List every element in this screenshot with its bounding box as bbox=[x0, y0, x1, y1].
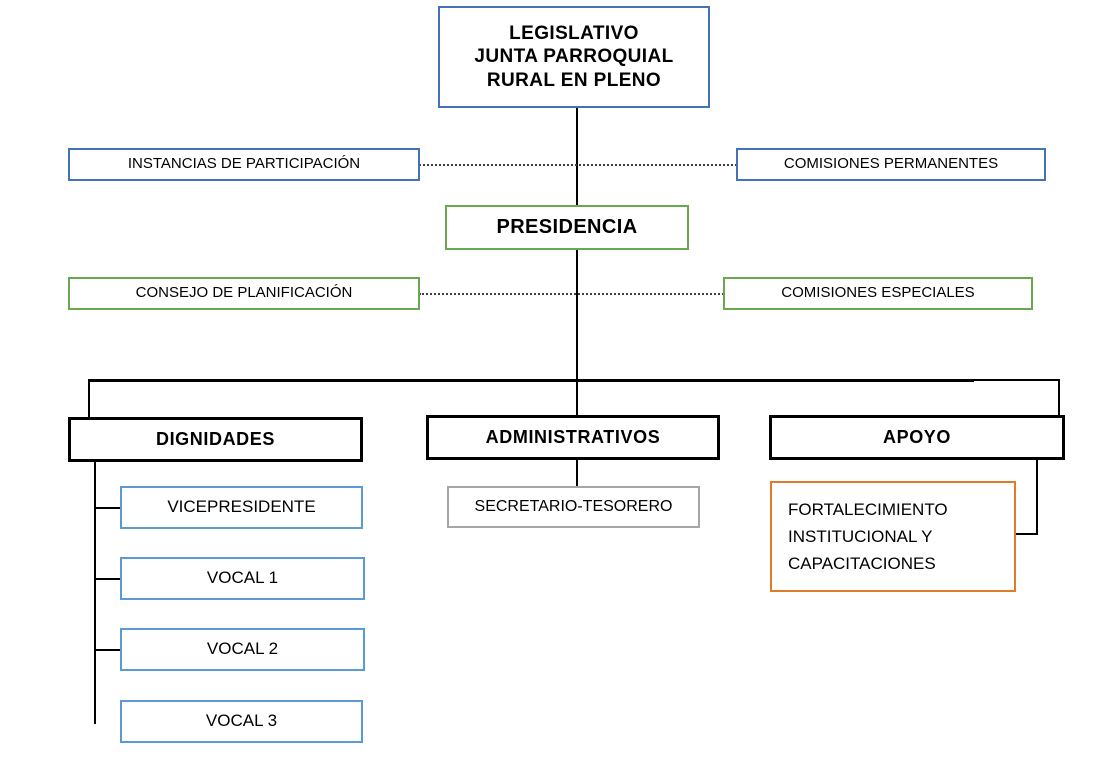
connector-dotted-row-participacion bbox=[419, 164, 737, 166]
node-secretario-tesorero-label: SECRETARIO-TESORERO bbox=[474, 498, 673, 516]
node-comisiones-especiales-label: COMISIONES ESPECIALES bbox=[781, 284, 975, 302]
node-fortalecimiento-line-2: INSTITUCIONAL Y bbox=[788, 526, 933, 546]
node-legislativo[interactable]: LEGISLATIVO JUNTA PARROQUIAL RURAL EN PL… bbox=[438, 6, 710, 108]
node-fortalecimiento-line-3: CAPACITACIONES bbox=[788, 554, 936, 574]
connector-administrativos-to-secretario bbox=[576, 460, 578, 486]
node-instancias-de-participacion-label: INSTANCIAS DE PARTICIPACIÓN bbox=[127, 155, 361, 173]
node-legislativo-line-3: RURAL EN PLENO bbox=[486, 69, 662, 91]
connector-apoyo-drop bbox=[1036, 460, 1038, 534]
node-comisiones-especiales[interactable]: COMISIONES ESPECIALES bbox=[723, 277, 1033, 310]
node-apoyo-label: APOYO bbox=[882, 426, 951, 447]
node-vocal-2[interactable]: VOCAL 2 bbox=[120, 628, 365, 671]
node-vocal-1[interactable]: VOCAL 1 bbox=[120, 557, 365, 600]
node-vocal-1-label: VOCAL 1 bbox=[206, 568, 279, 588]
connector-legislativo-to-presidencia bbox=[576, 108, 578, 206]
node-dignidades-label: DIGNIDADES bbox=[155, 428, 275, 449]
connector-horizontal-bus bbox=[88, 379, 974, 382]
node-vocal-2-label: VOCAL 2 bbox=[206, 639, 279, 659]
connector-stub-vocal-1 bbox=[94, 578, 121, 580]
node-presidencia-label: PRESIDENCIA bbox=[496, 216, 638, 239]
connector-bus-to-dignidades bbox=[88, 379, 90, 423]
connector-dignidades-spine bbox=[94, 462, 96, 724]
connector-stub-vicepresidente bbox=[94, 507, 121, 509]
node-vocal-3[interactable]: VOCAL 3 bbox=[120, 700, 363, 743]
node-administrativos-label: ADMINISTRATIVOS bbox=[485, 426, 661, 447]
node-vicepresidente[interactable]: VICEPRESIDENTE bbox=[120, 486, 363, 529]
node-vocal-3-label: VOCAL 3 bbox=[205, 711, 278, 731]
node-secretario-tesorero[interactable]: SECRETARIO-TESORERO bbox=[447, 486, 700, 528]
connector-presidencia-to-bus bbox=[576, 249, 578, 382]
node-legislativo-line-1: LEGISLATIVO bbox=[509, 23, 639, 45]
node-fortalecimiento-line-1: FORTALECIMIENTO bbox=[788, 499, 948, 519]
node-apoyo[interactable]: APOYO bbox=[769, 415, 1065, 460]
node-legislativo-line-2: JUNTA PARROQUIAL bbox=[474, 46, 674, 68]
node-comisiones-permanentes[interactable]: COMISIONES PERMANENTES bbox=[736, 148, 1046, 181]
connector-stub-vocal-2 bbox=[94, 649, 121, 651]
connector-horizontal-bus-right bbox=[970, 379, 1060, 381]
connector-apoyo-to-fortalecimiento bbox=[1016, 533, 1038, 535]
connector-dotted-row-planificacion bbox=[419, 293, 724, 295]
connector-bus-to-apoyo bbox=[1058, 379, 1060, 415]
node-vicepresidente-label: VICEPRESIDENTE bbox=[167, 497, 316, 517]
node-fortalecimiento-institucional[interactable]: FORTALECIMIENTO INSTITUCIONAL Y CAPACITA… bbox=[770, 481, 1016, 592]
node-administrativos[interactable]: ADMINISTRATIVOS bbox=[426, 415, 720, 460]
node-presidencia[interactable]: PRESIDENCIA bbox=[445, 205, 689, 250]
connector-bus-to-administrativos bbox=[576, 379, 578, 415]
node-instancias-de-participacion[interactable]: INSTANCIAS DE PARTICIPACIÓN bbox=[68, 148, 420, 181]
node-dignidades[interactable]: DIGNIDADES bbox=[68, 417, 363, 462]
node-consejo-de-planificacion-label: CONSEJO DE PLANIFICACIÓN bbox=[135, 284, 353, 302]
node-consejo-de-planificacion[interactable]: CONSEJO DE PLANIFICACIÓN bbox=[68, 277, 420, 310]
node-comisiones-permanentes-label: COMISIONES PERMANENTES bbox=[783, 155, 999, 173]
